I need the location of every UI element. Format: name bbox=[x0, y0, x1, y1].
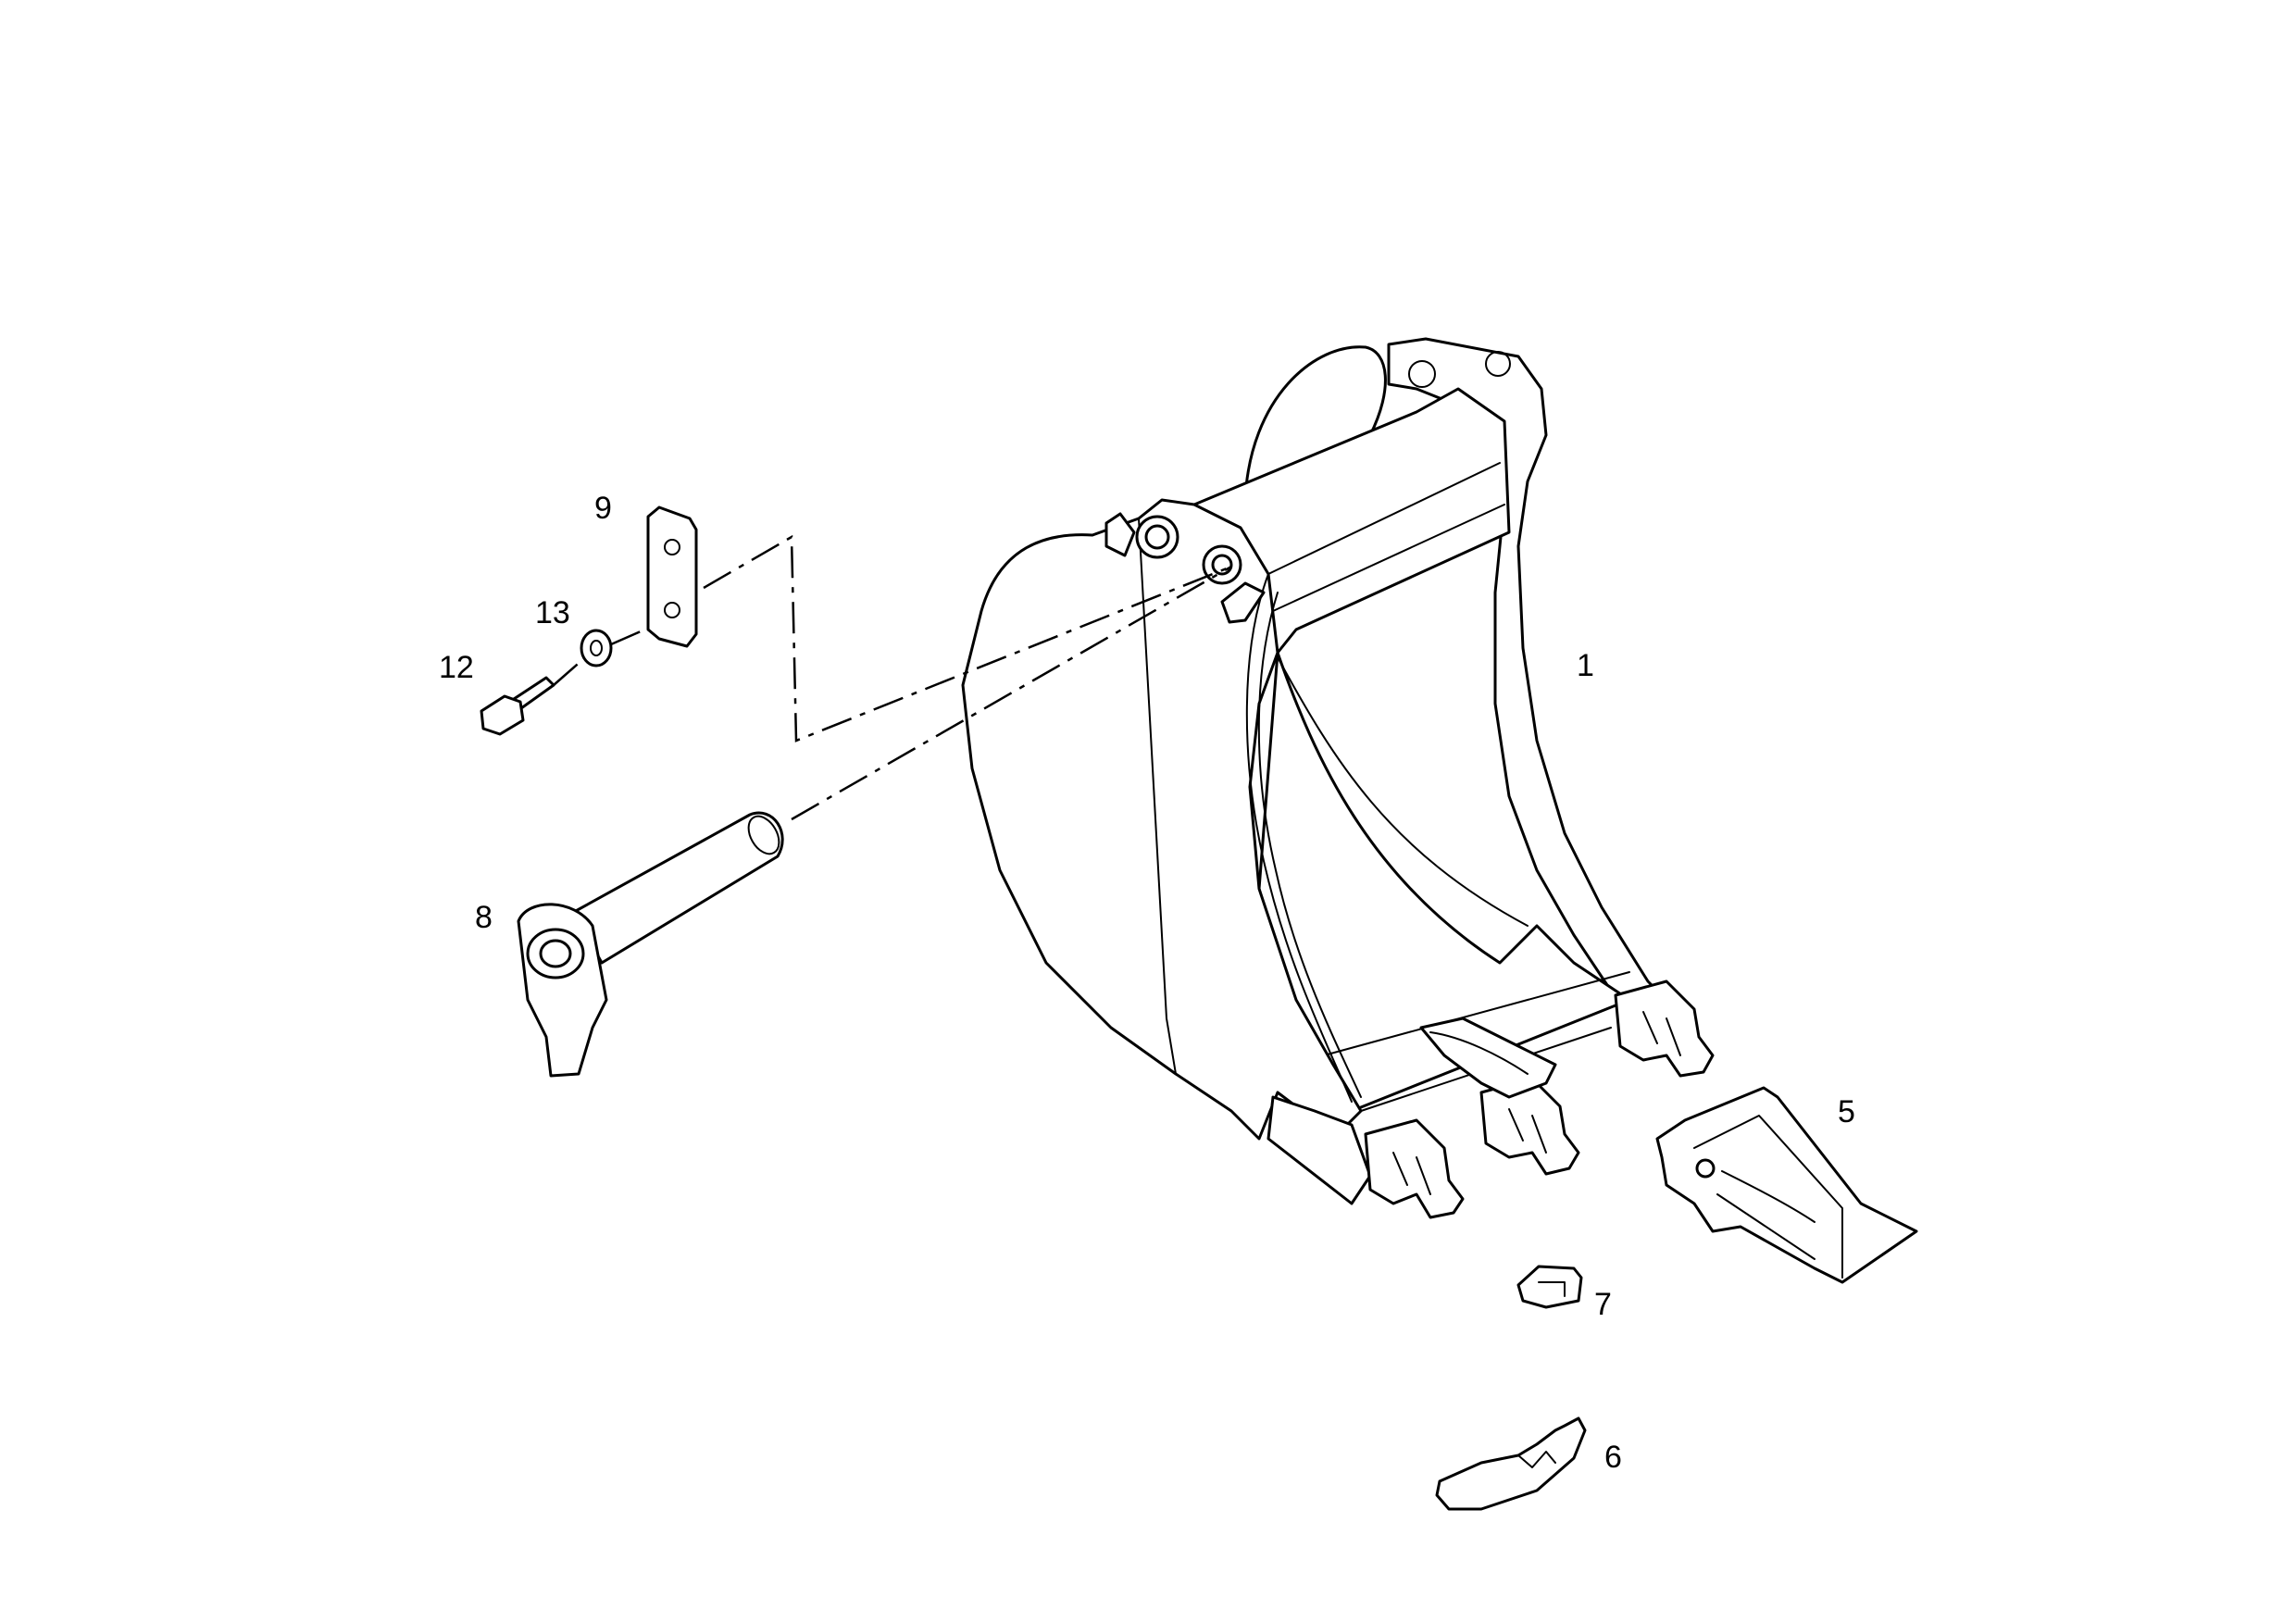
tooth-adapter-right bbox=[1614, 979, 1715, 1078]
side-cutter-drawing bbox=[1435, 1416, 1587, 1511]
pin-drawing bbox=[517, 811, 784, 1078]
tooth-adapter-middle bbox=[1479, 1077, 1580, 1176]
callout-5: 5 bbox=[1838, 1094, 1855, 1129]
callout-7: 7 bbox=[1594, 1287, 1612, 1322]
bolt-drawing bbox=[480, 676, 555, 736]
retainer-drawing bbox=[1516, 1265, 1583, 1309]
lock-plate-drawing bbox=[646, 505, 698, 648]
tooth-drawing bbox=[1655, 1086, 1918, 1284]
callout-6: 6 bbox=[1604, 1440, 1622, 1475]
callout-8: 8 bbox=[475, 900, 493, 935]
tooth-adapter-left bbox=[1364, 1118, 1465, 1219]
washer-drawing bbox=[580, 629, 613, 668]
callout-1: 1 bbox=[1577, 648, 1594, 683]
callout-labels: 1 5 6 7 8 9 12 13 bbox=[439, 491, 1855, 1475]
bucket-drawing bbox=[961, 337, 1715, 1219]
callout-12: 12 bbox=[439, 650, 474, 685]
callout-13: 13 bbox=[535, 595, 570, 630]
callout-9: 9 bbox=[594, 491, 612, 526]
alignment-lines bbox=[553, 534, 1232, 821]
